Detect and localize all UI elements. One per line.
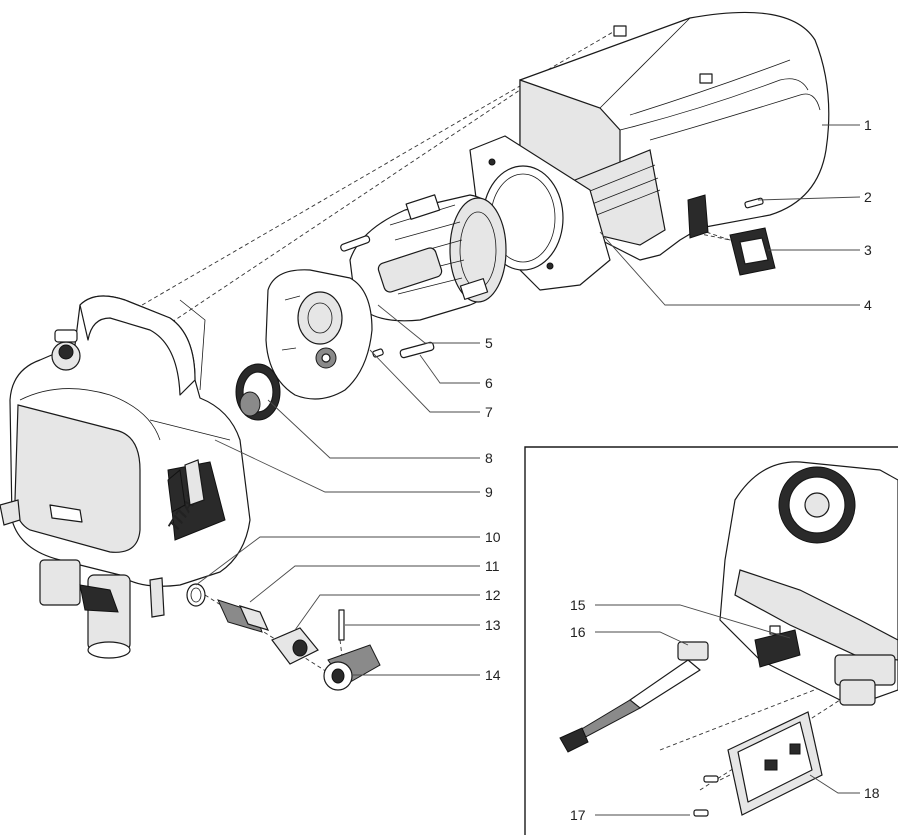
callout-13: 13 — [485, 617, 501, 633]
part-6-screw — [399, 341, 435, 359]
leader-lines — [195, 124, 861, 816]
callout-18: 18 — [864, 785, 880, 801]
callout-3: 3 — [864, 242, 872, 258]
part-8-gear — [235, 363, 281, 421]
inset-detail-panel — [524, 446, 898, 835]
callout-4: 4 — [864, 297, 872, 313]
part-2-screw — [744, 197, 764, 209]
callout-14: 14 — [485, 667, 501, 683]
callout-9: 9 — [485, 484, 493, 500]
callout-2: 2 — [864, 189, 872, 205]
part-11-valve — [217, 599, 270, 633]
part-14-knob — [323, 644, 381, 691]
callout-labels: 1 2 3 4 5 6 7 8 9 10 11 12 13 14 15 16 1… — [485, 117, 880, 823]
part-5-motor — [349, 194, 507, 322]
part-9-pump-body: TITAN — [0, 295, 251, 659]
part-12-valve-housing — [271, 627, 319, 665]
part-15-connector — [754, 625, 801, 668]
callout-7: 7 — [485, 404, 493, 420]
part-16-power-cord — [559, 641, 709, 753]
callout-17: 17 — [570, 807, 586, 823]
part-10-o-ring — [186, 583, 206, 607]
callout-6: 6 — [485, 375, 493, 391]
part-13-pin — [338, 609, 345, 641]
callout-12: 12 — [485, 587, 501, 603]
part-3-switch — [729, 227, 776, 276]
callout-5: 5 — [485, 335, 493, 351]
part-18-control-board — [727, 711, 823, 816]
part-17-screw — [693, 775, 719, 817]
part-7-gear-housing — [265, 235, 384, 400]
callout-1: 1 — [864, 117, 872, 133]
callout-8: 8 — [485, 450, 493, 466]
callout-15: 15 — [570, 597, 586, 613]
callout-16: 16 — [570, 624, 586, 640]
callout-11: 11 — [485, 558, 500, 574]
part-1-shroud-cover — [519, 11, 830, 261]
callout-10: 10 — [485, 529, 501, 545]
inset-housing — [719, 461, 898, 706]
